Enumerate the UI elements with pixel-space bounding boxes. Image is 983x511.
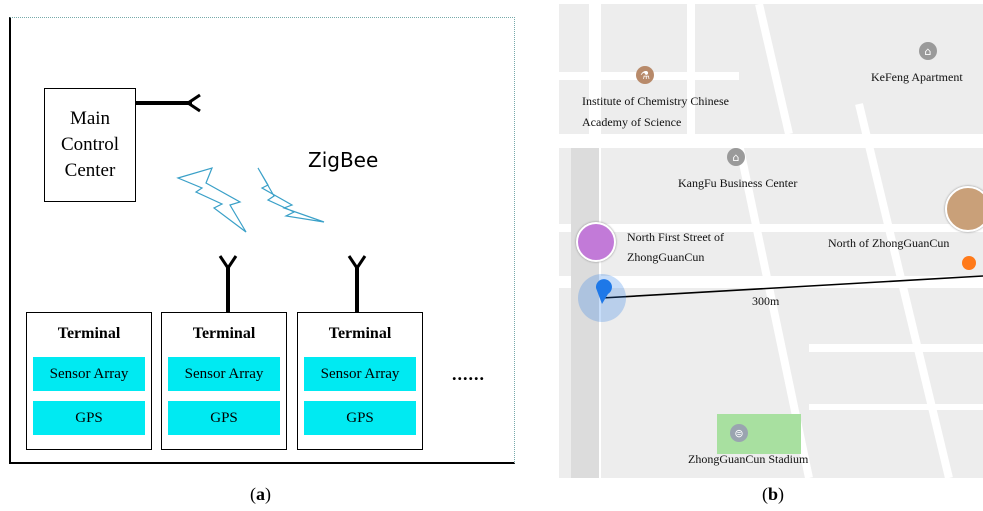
start-location-pin-icon[interactable]	[595, 279, 612, 304]
terminal-antenna-icon	[218, 255, 238, 312]
flask-icon[interactable]: ⚗	[636, 66, 654, 84]
gps-block: GPS	[33, 401, 145, 435]
label-kefeng: KeFeng Apartment	[871, 70, 963, 84]
gps-block: GPS	[304, 401, 416, 435]
network-diagram-frame	[9, 17, 515, 464]
sensor-array-block: Sensor Array	[33, 357, 145, 391]
terminal-title: Terminal	[328, 325, 392, 342]
wireless-signal-icon	[176, 167, 247, 233]
caption-a-letter: a	[256, 484, 265, 504]
terminal-box-2: Terminal Sensor Array GPS	[161, 312, 287, 450]
main-control-line-2: Control	[60, 134, 120, 155]
end-marker-icon[interactable]	[962, 256, 976, 270]
main-control-line-1: Main	[69, 108, 111, 129]
label-stadium: ZhongGuanCun Stadium	[688, 452, 809, 466]
zigbee-label: ZigBee	[308, 148, 379, 172]
map-view[interactable]: ⚗ Institute of Chemistry Chinese Academy…	[559, 4, 983, 478]
label-north-zgc: North of ZhongGuanCun	[828, 236, 950, 250]
sensor-array-block: Sensor Array	[168, 357, 280, 391]
caption-b-letter: b	[768, 484, 779, 504]
label-north-first-line-1: North First Street of	[627, 230, 724, 244]
route-line	[601, 275, 983, 299]
main-antenna-icon	[136, 93, 201, 113]
user-avatar-end[interactable]	[945, 186, 983, 232]
user-avatar-start[interactable]	[576, 222, 616, 262]
diagram-graphics	[136, 93, 367, 312]
label-institute-line-1: Institute of Chemistry Chinese	[582, 94, 729, 108]
label-institute-line-2: Academy of Science	[582, 115, 682, 129]
gps-block: GPS	[168, 401, 280, 435]
main-control-line-3: Center	[64, 160, 116, 181]
sensor-array-block: Sensor Array	[304, 357, 416, 391]
stadium-icon[interactable]: ⊜	[730, 424, 748, 442]
more-terminals-ellipsis: ......	[452, 364, 485, 384]
building-icon[interactable]: ⌂	[727, 148, 745, 166]
terminal-box-3: Terminal Sensor Array GPS	[297, 312, 423, 450]
label-north-first-line-2: ZhongGuanCun	[627, 250, 705, 264]
wireless-signal-icon	[257, 167, 325, 223]
main-control-center-box: Main Control Center	[44, 88, 136, 202]
terminal-box-1: Terminal Sensor Array GPS	[26, 312, 152, 450]
caption-a: (a)	[250, 484, 271, 504]
label-distance: 300m	[752, 294, 780, 308]
caption-b: (b)	[762, 484, 785, 504]
terminal-title: Terminal	[57, 325, 121, 342]
label-kangfu: KangFu Business Center	[678, 176, 798, 190]
terminal-antenna-icon	[347, 255, 367, 312]
home-icon[interactable]: ⌂	[919, 42, 937, 60]
route-overlay	[578, 256, 983, 322]
terminal-title: Terminal	[192, 325, 256, 342]
